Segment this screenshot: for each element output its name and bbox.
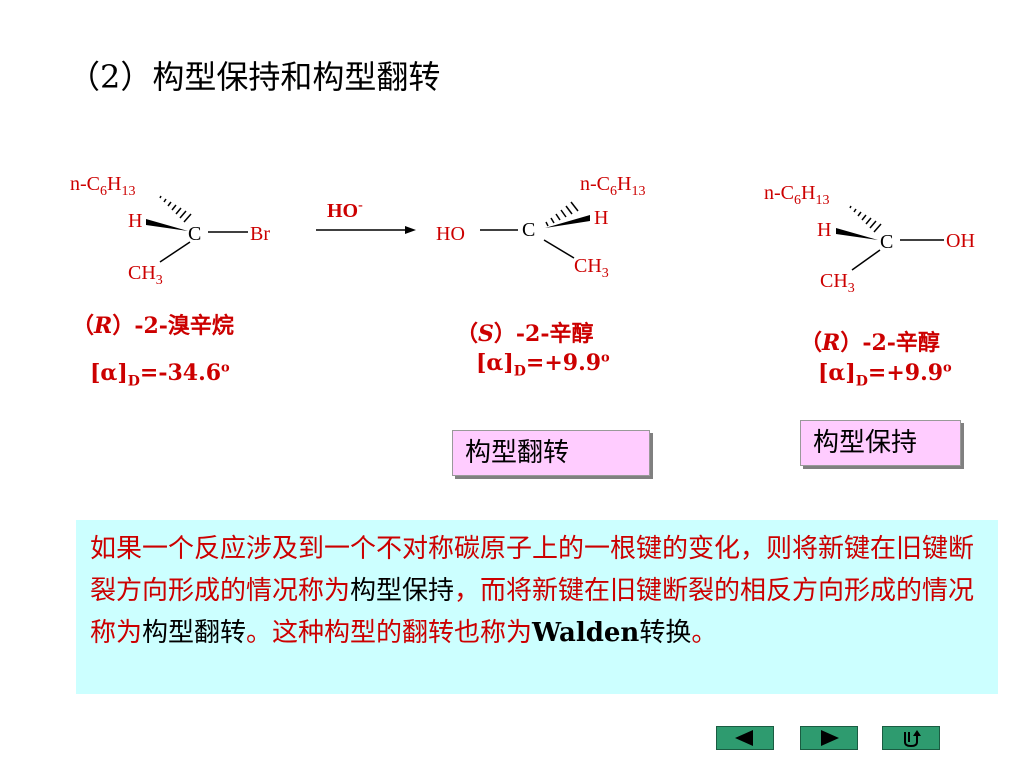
reagent-label: HO-: [327, 198, 363, 222]
note-term-inversion: 构型翻转: [142, 618, 247, 648]
retained-carbon-label: C: [880, 231, 893, 253]
retained-name: （R）-2-辛醇: [800, 330, 940, 356]
retained-h-label: H: [817, 219, 831, 241]
reaction-scheme: n-C6H13 H C Br CH3 HO- HO C: [70, 173, 975, 296]
retained-methyl-bond: [851, 249, 881, 271]
product-carbon-label: C: [522, 219, 535, 241]
reactant-br-label: Br: [250, 223, 270, 245]
note-text-2: ，而将新键在旧键断裂的相反方向形成的情况称为: [90, 576, 975, 648]
note-term-retention: 构型保持: [350, 576, 455, 606]
svg-text:n-C6H13: n-C6H13: [580, 173, 645, 199]
next-icon: [821, 730, 839, 746]
reactant-methyl-bond: [159, 241, 191, 263]
svg-text:CH3: CH3: [128, 262, 163, 288]
reactant-carbon-label: C: [188, 223, 201, 245]
reactant-methyl-label: CH3: [128, 262, 163, 288]
product-methyl-bond: [543, 239, 575, 259]
product-h-label: H: [594, 207, 608, 229]
note-text-3: 。这种构型的翻转也称为: [246, 618, 533, 648]
note-walden: Walden: [532, 618, 640, 648]
svg-text:HO-: HO-: [327, 198, 363, 222]
reactant-structure: n-C6H13 H C Br CH3: [70, 173, 270, 288]
reactant-h-label: H: [128, 210, 142, 232]
prev-icon: [735, 730, 753, 746]
prev-button[interactable]: [716, 726, 774, 750]
product-wedge-bond: [545, 215, 590, 228]
svg-text:CH3: CH3: [820, 270, 855, 296]
retained-structure: n-C6H13 H C OH CH3: [764, 182, 975, 296]
inversion-tag: 构型翻转: [452, 430, 650, 476]
note-text-1: 如果一个反应涉及到一个不对称碳原子上的一根键的变化，则将新键在旧键断裂方向形成的…: [90, 534, 975, 606]
reactant-wedge-bond: [146, 219, 188, 231]
return-icon: [904, 730, 921, 748]
retained-hexyl-label: n-C6H13: [764, 182, 829, 208]
page-title: （2）构型保持和构型翻转: [68, 58, 441, 96]
product-hashed-bond: [545, 201, 579, 227]
product-name: （S）-2-辛醇: [456, 321, 594, 347]
product-structure: HO C n-C6H13 H CH3: [436, 173, 645, 281]
retained-rotation: [α]D=+9.9o: [818, 360, 952, 390]
product-ho-label: HO: [436, 223, 465, 245]
return-button[interactable]: [882, 726, 940, 750]
retained-oh-label: OH: [946, 230, 975, 252]
definition-note: 如果一个反应涉及到一个不对称碳原子上的一根键的变化，则将新键在旧键断裂方向形成的…: [76, 520, 998, 694]
product-rotation: [α]D=+9.9o: [476, 350, 610, 380]
retained-wedge-bond: [836, 228, 878, 240]
reactant-hexyl-label: n-C6H13: [70, 173, 135, 199]
svg-text:n-C6H13: n-C6H13: [764, 182, 829, 208]
product-methyl-label: CH3: [574, 255, 609, 281]
retention-tag: 构型保持: [800, 420, 961, 466]
retained-methyl-label: CH3: [820, 270, 855, 296]
note-term-conversion: 转换: [639, 618, 692, 648]
svg-text:CH3: CH3: [574, 255, 609, 281]
reaction-arrow: [316, 226, 416, 234]
next-button[interactable]: [800, 726, 858, 750]
reactant-name: （R）-2-溴辛烷: [72, 313, 234, 339]
retained-hashed-bond: [849, 205, 882, 233]
reactant-rotation: [α]D=-34.6o: [90, 360, 230, 390]
note-text-4: 。: [691, 618, 718, 648]
svg-text:n-C6H13: n-C6H13: [70, 173, 135, 199]
reactant-hashed-bond: [159, 195, 192, 223]
product-hexyl-label: n-C6H13: [580, 173, 645, 199]
